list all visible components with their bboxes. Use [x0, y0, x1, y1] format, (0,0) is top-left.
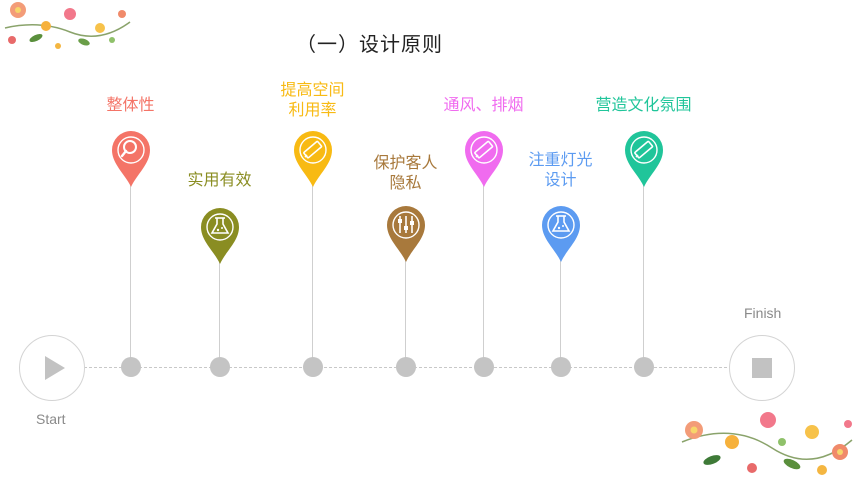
flower-decoration-top-left [4, 2, 131, 49]
stop-icon [752, 358, 772, 378]
milestone-stem [219, 255, 220, 367]
milestone-stem [312, 178, 313, 367]
finish-label: Finish [744, 305, 782, 321]
pencil-icon [473, 140, 493, 159]
map-pin-marker[interactable] [111, 130, 151, 188]
timeline-dot[interactable] [633, 357, 654, 377]
sliders-icon [397, 216, 414, 233]
map-pin-marker[interactable] [386, 205, 426, 263]
timeline-dot[interactable] [120, 357, 141, 377]
search-icon [120, 140, 137, 158]
milestone-label: 提高空间 利用率 [280, 80, 345, 119]
finish-button[interactable] [729, 335, 795, 401]
page-title: （一）设计原则 [296, 32, 443, 56]
map-pin-marker[interactable] [200, 207, 240, 265]
flask-icon [210, 217, 229, 234]
map-pin-marker[interactable] [464, 130, 504, 188]
timeline-dot[interactable] [302, 357, 323, 377]
milestone-stem [643, 178, 644, 367]
map-pin-marker[interactable] [541, 205, 581, 263]
timeline-dot[interactable] [550, 357, 571, 377]
pencil-icon [302, 140, 322, 159]
milestone-label: 整体性 [106, 95, 155, 114]
timeline-dot[interactable] [209, 357, 230, 377]
flower-decoration-bottom-right [681, 412, 853, 475]
milestone-stem [130, 178, 131, 367]
flask-icon [551, 215, 570, 232]
play-icon [45, 356, 65, 380]
pencil-icon [633, 140, 653, 159]
milestone-label: 注重灯光 设计 [528, 150, 593, 189]
milestone-stem [483, 178, 484, 367]
milestone-label: 营造文化氛围 [595, 95, 692, 114]
milestone-label: 保护客人 隐私 [373, 153, 438, 192]
map-pin-marker[interactable] [293, 130, 333, 188]
milestone-stem [405, 253, 406, 367]
milestone-label: 实用有效 [187, 170, 252, 189]
milestone-label: 通风、排烟 [443, 95, 524, 114]
start-button[interactable] [19, 335, 85, 401]
timeline-dot[interactable] [473, 357, 494, 377]
timeline-dot[interactable] [395, 357, 416, 377]
start-label: Start [36, 411, 66, 427]
milestone-stem [560, 253, 561, 367]
map-pin-marker[interactable] [624, 130, 664, 188]
